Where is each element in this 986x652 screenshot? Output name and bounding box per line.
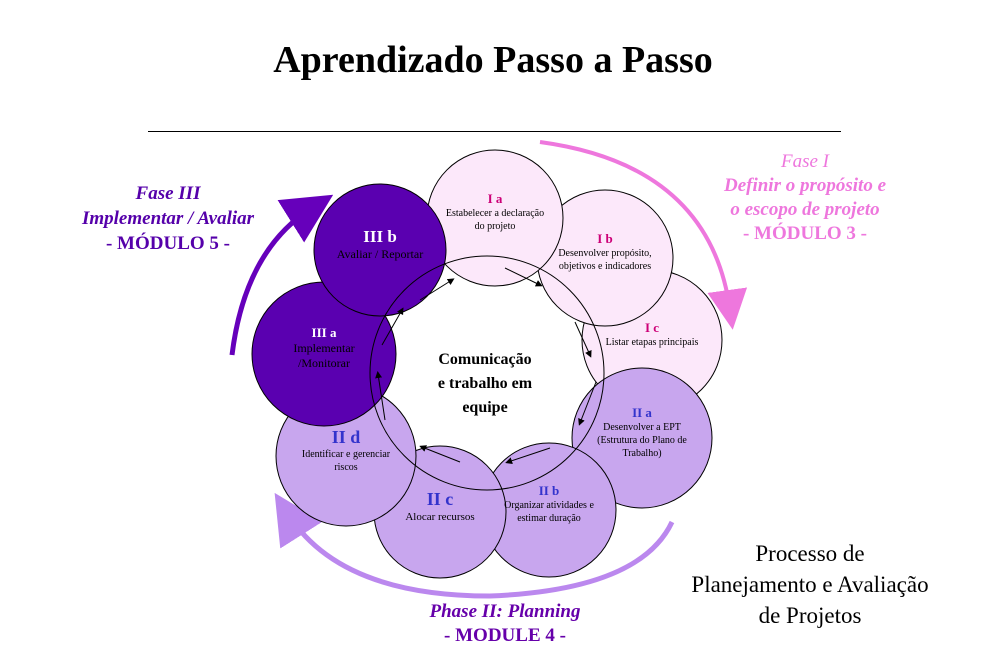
step-description: Listar etapas principais	[605, 336, 699, 348]
phase2-name: Phase II:	[429, 601, 503, 622]
phase3-line1: Implementar / Avaliar	[81, 208, 255, 229]
phase3-name: Fase III	[135, 183, 201, 204]
title-divider	[148, 131, 841, 132]
step-code: III b	[363, 226, 397, 246]
center-ring	[369, 255, 605, 491]
step-description: Avaliar / Reportar	[336, 246, 424, 261]
page-title: Aprendizado Passo a Passo	[273, 39, 713, 81]
step-code: II a	[632, 404, 652, 420]
process-label-line: Processo de	[755, 541, 865, 566]
phase2-label: Phase II: Planning - MODULE 4 -	[380, 600, 630, 648]
phase2-name2: Planning	[507, 601, 581, 622]
step-label-iib: II b Organizar atividades e estimar duraç…	[499, 483, 599, 525]
phase1-label: Fase I Definir o propósito e o escopo de…	[700, 150, 910, 246]
phase2-name-row: Phase II: Planning	[380, 600, 630, 624]
center-label-line: e trabalho em	[437, 375, 533, 392]
step-label-ia: I a Estabelecer a declaração do projeto	[445, 191, 545, 233]
phase2-module: - MODULE 4 -	[444, 625, 566, 646]
center-label-line: Comunicação	[438, 351, 532, 368]
phase1-arrow	[539, 140, 748, 330]
step-code: I b	[597, 231, 613, 246]
step-description: Organizar atividades e estimar duração	[504, 500, 594, 524]
phase3-module: - MÓDULO 5 -	[105, 233, 230, 254]
phase1-line2: o escopo de projeto	[730, 199, 880, 220]
step-description: Desenvolver a EPT (Estrutura do Plano de…	[597, 421, 687, 459]
center-label: Comunicação e trabalho em equipe	[415, 348, 555, 420]
process-label-line: Planejamento e Avaliação	[691, 572, 929, 597]
step-circle-iia	[571, 367, 713, 509]
process-label-line: de Projetos	[758, 603, 862, 628]
phase1-module: - MÓDULO 3 -	[742, 223, 867, 244]
step-code: II c	[426, 488, 454, 509]
step-code: II b	[538, 483, 560, 498]
step-code: I a	[487, 191, 503, 206]
step-description: Estabelecer a declaração do projeto	[445, 208, 545, 232]
step-description: Desenvolver propósito, objetivos e indic…	[558, 248, 652, 272]
phase3-arrow	[229, 194, 334, 356]
step-description: Identificar e gerenciar riscos	[301, 448, 391, 473]
process-label: Processo de Planejamento e Avaliação de …	[660, 538, 960, 631]
step-label-ib: I b Desenvolver propósito, objetivos e in…	[555, 231, 655, 273]
step-code: III a	[311, 325, 337, 340]
center-label-line: equipe	[462, 399, 508, 416]
step-description: Implementar /Monitorar	[293, 341, 355, 370]
step-description: Alocar recursos	[405, 510, 475, 523]
connector-arrows	[375, 267, 597, 465]
step-code: I c	[644, 319, 660, 335]
phase1-name: Fase I	[780, 151, 829, 172]
phase2-arrow	[274, 492, 675, 599]
phase1-line1: Definir o propósito e	[723, 175, 887, 196]
phase3-label: Fase III Implementar / Avaliar - MÓDULO …	[58, 181, 278, 256]
step-code: II d	[331, 426, 361, 447]
